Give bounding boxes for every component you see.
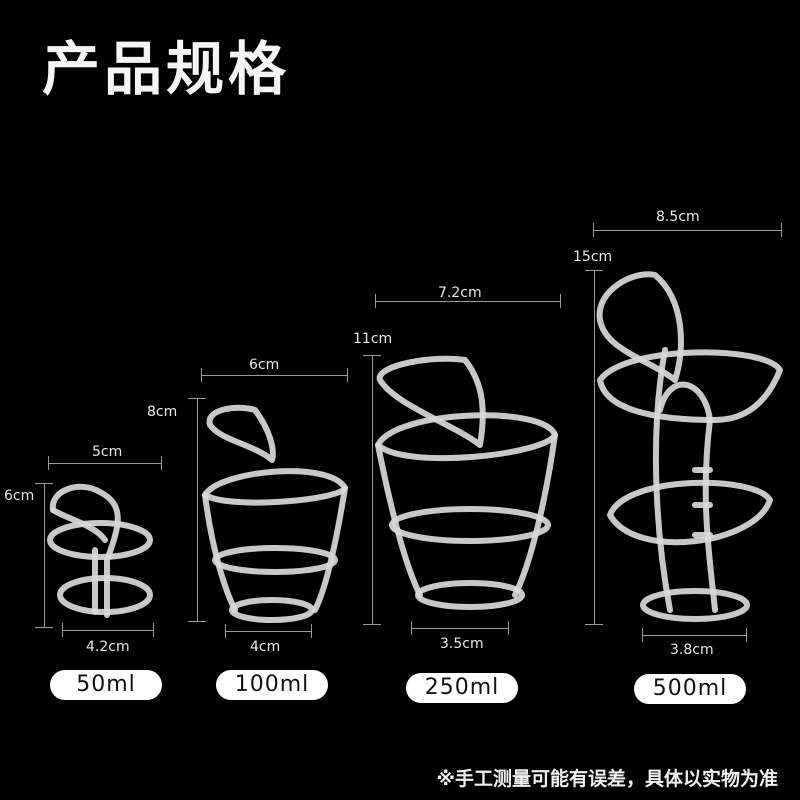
measurement-disclaimer: ※手工测量可能有误差，具体以实物为准 (436, 768, 778, 790)
base-width-line (62, 623, 154, 637)
base-width-label: 4.2cm (86, 639, 130, 655)
base-width-label: 4cm (250, 639, 281, 655)
height-line (188, 398, 206, 622)
top-width-label: 6cm (249, 357, 280, 373)
page-title: 产品规格 (42, 35, 291, 103)
height-label: 15cm (573, 249, 613, 265)
capacity-badge: 250ml (406, 673, 518, 703)
height-label: 11cm (353, 331, 393, 347)
capacity-badge: 500ml (634, 674, 746, 704)
height-label: 6cm (4, 488, 35, 504)
top-width-line (375, 294, 561, 308)
height-label: 8cm (147, 404, 178, 420)
top-width-line (201, 368, 348, 382)
base-width-line (642, 628, 747, 642)
top-width-label: 7.2cm (438, 285, 482, 301)
top-width-line (593, 223, 782, 237)
height-line (35, 483, 53, 628)
height-line (585, 270, 603, 625)
base-width-line (225, 624, 312, 638)
base-width-label: 3.5cm (440, 636, 484, 652)
capacity-badge: 50ml (50, 670, 162, 700)
stand-500ml-image (596, 271, 783, 622)
height-line (363, 355, 381, 625)
base-width-label: 3.8cm (670, 642, 714, 658)
top-width-label: 8.5cm (656, 209, 700, 225)
stand-250ml-image (375, 355, 558, 610)
stand-100ml-image (202, 404, 348, 623)
capacity-badge: 100ml (216, 670, 328, 700)
base-width-line (411, 621, 509, 635)
top-width-label: 5cm (92, 444, 123, 460)
top-width-line (48, 456, 162, 470)
stand-50ml-image (47, 483, 153, 618)
